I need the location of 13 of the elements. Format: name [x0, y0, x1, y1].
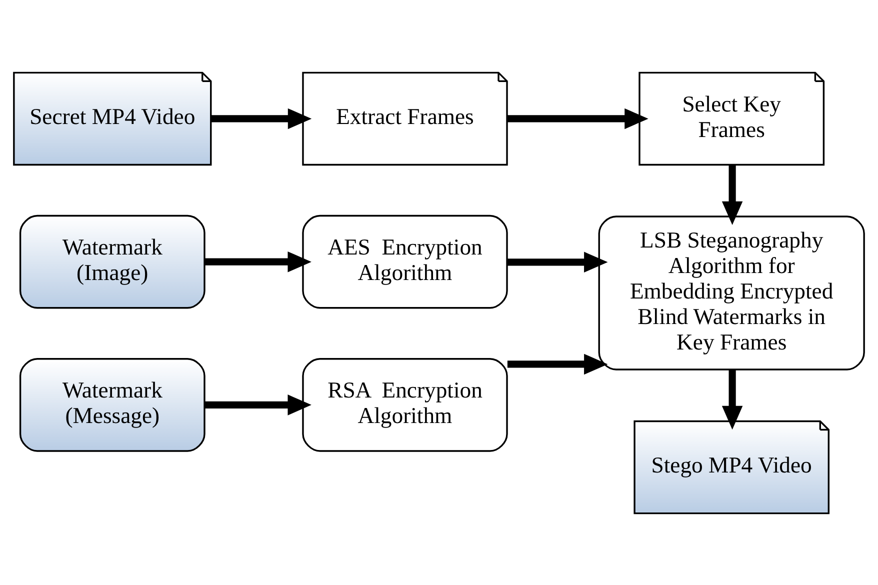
node-box: AES Encryption Algorithm: [302, 214, 508, 308]
arrow: [507, 251, 608, 272]
node-box: Watermark (Image): [19, 214, 206, 308]
arrow: [722, 164, 743, 225]
arrow: [507, 353, 608, 374]
node-box: RSA Encryption Algorithm: [302, 358, 508, 452]
arrow: [722, 369, 743, 430]
arrow: [507, 108, 648, 129]
node-box: LSB Steganography Algorithm for Embedding Encrypted Blind Watermarks in Key Frames: [598, 215, 865, 370]
arrow: [211, 108, 312, 129]
node-box: Watermark (Message): [19, 358, 206, 452]
arrow: [204, 394, 312, 415]
arrow: [204, 250, 312, 272]
